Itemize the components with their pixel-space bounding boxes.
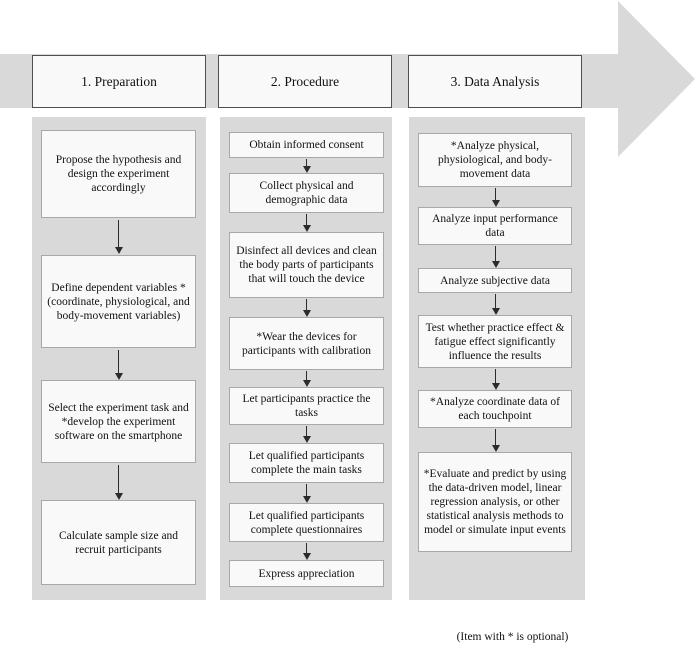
down-arrow-connector xyxy=(495,246,496,262)
stage-header-procedure: 2. Procedure xyxy=(218,55,392,108)
flow-step: Let qualified participants complete the … xyxy=(229,443,384,483)
down-arrow-connector xyxy=(118,465,119,494)
flow-step: *Evaluate and predict by using the data-… xyxy=(418,452,572,552)
flow-step: *Analyze physical, physiological, and bo… xyxy=(418,133,572,187)
flow-step: Obtain informed consent xyxy=(229,132,384,158)
down-arrow-connector xyxy=(306,214,307,226)
flow-step: *Analyze coordinate data of each touchpo… xyxy=(418,390,572,428)
down-arrow-connector xyxy=(306,484,307,497)
down-arrow-connector xyxy=(306,426,307,437)
flow-step: Analyze input performance data xyxy=(418,207,572,245)
down-arrow-connector xyxy=(306,299,307,311)
down-arrow-connector xyxy=(495,429,496,446)
stage-header-data-analysis: 3. Data Analysis xyxy=(408,55,582,108)
flow-step: Disinfect all devices and clean the body… xyxy=(229,232,384,298)
optional-items-footnote: (Item with * is optional) xyxy=(456,631,569,643)
flow-step: *Wear the devices for participants with … xyxy=(229,317,384,370)
down-arrow-connector xyxy=(495,369,496,384)
down-arrow-connector xyxy=(306,543,307,554)
down-arrow-connector xyxy=(495,188,496,201)
down-arrow-connector xyxy=(118,220,119,248)
down-arrow-connector xyxy=(306,371,307,381)
flow-step: Propose the hypothesis and design the ex… xyxy=(41,130,196,218)
flow-step: Define dependent variables *(coordinate,… xyxy=(41,255,196,348)
flow-step: Test whether practice effect & fatigue e… xyxy=(418,315,572,368)
down-arrow-connector xyxy=(495,294,496,309)
down-arrow-connector xyxy=(118,350,119,374)
flow-step: Express appreciation xyxy=(229,560,384,587)
flow-step: Collect physical and demographic data xyxy=(229,173,384,213)
stage-header-preparation: 1. Preparation xyxy=(32,55,206,108)
down-arrow-connector xyxy=(306,159,307,167)
flow-step: Select the experiment task and *develop … xyxy=(41,380,196,463)
flow-direction-arrow-head-icon xyxy=(618,1,695,157)
flow-step: Let participants practice the tasks xyxy=(229,387,384,425)
flow-step: Let qualified participants complete ques… xyxy=(229,503,384,542)
flow-step: Analyze subjective data xyxy=(418,268,572,293)
flow-step: Calculate sample size and recruit partic… xyxy=(41,500,196,585)
